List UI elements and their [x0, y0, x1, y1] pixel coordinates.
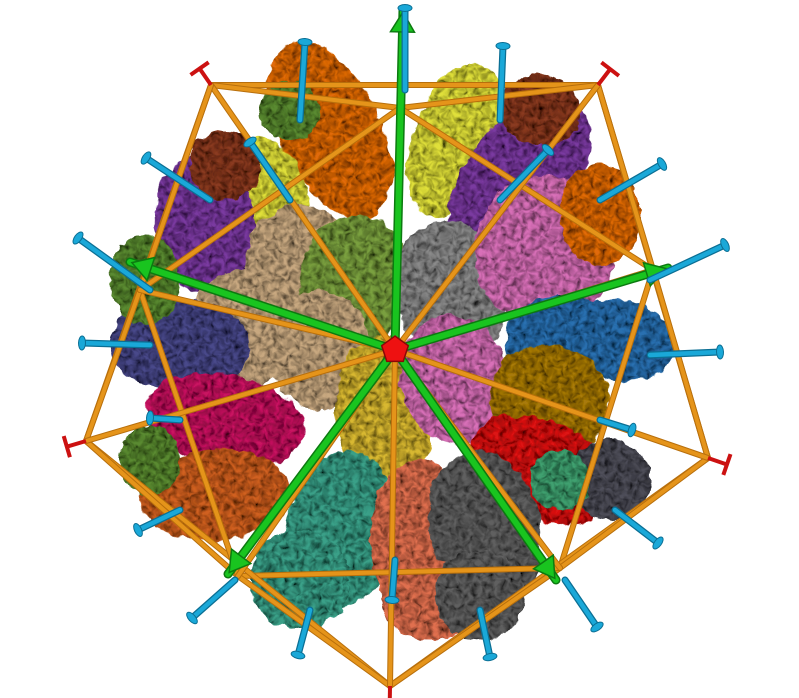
triangle-marker-icon [130, 256, 156, 282]
twofold-axis-rod [647, 242, 728, 283]
ellipse-marker-icon [590, 621, 604, 633]
twofold-axis-rod [189, 577, 238, 621]
cage-edge-radial [388, 348, 397, 688]
triangle-marker-icon [228, 547, 253, 574]
ellipse-marker-icon [720, 237, 730, 253]
cage-edge-inner [138, 288, 240, 578]
twofold-axis-rod [389, 557, 398, 603]
ellipse-marker-icon [397, 4, 413, 12]
ellipse-marker-icon [627, 422, 637, 438]
ellipse-marker-icon [656, 157, 668, 171]
twofold-axis-rod [612, 507, 661, 546]
cage-edge-radial [84, 348, 397, 443]
fivefold-axis-marker-cap [189, 60, 210, 77]
pentagon-marker-icon [380, 335, 410, 363]
cage-edge-radial [209, 83, 397, 352]
cage-edge-radial [393, 83, 600, 352]
cage-edge-spoke [596, 83, 655, 272]
protein-subunit [145, 373, 305, 467]
twofold-axis-rod [497, 43, 506, 123]
protein-subunit [190, 130, 260, 200]
ellipse-marker-icon [482, 652, 498, 662]
ellipse-marker-icon [133, 523, 143, 537]
cage-edge-spoke [388, 566, 562, 688]
threefold-axis-rod [127, 259, 398, 353]
fivefold-axis-marker [66, 439, 87, 449]
ellipse-marker-icon [297, 37, 313, 47]
ellipse-marker-icon [290, 650, 306, 660]
twofold-axis-rod [562, 577, 600, 630]
cage-edge-inner [398, 106, 655, 272]
cage-edge-spoke [236, 574, 392, 688]
twofold-axis-rod [647, 349, 723, 358]
ellipse-marker-icon [140, 151, 152, 165]
cage-edge-spoke [558, 456, 710, 570]
fivefold-axis-marker [197, 67, 213, 87]
fivefold-axis-marker-cap [721, 453, 733, 476]
ellipse-marker-icon [243, 136, 257, 148]
cage-edge-spoke [651, 268, 710, 460]
protein-subunit [120, 425, 180, 495]
cage-edge-inner [138, 106, 402, 292]
cage-edge-spoke [209, 83, 402, 110]
fivefold-axis-marker [596, 67, 612, 87]
fivefold-axis-marker [707, 456, 728, 467]
twofold-axis-rod [247, 139, 293, 203]
twofold-axis-rod [79, 340, 153, 348]
cage-edge-radial [393, 348, 710, 460]
threefold-axis-rod [392, 347, 559, 583]
triangle-marker-icon [532, 553, 556, 580]
twofold-axis-rod [597, 161, 665, 203]
cage-edge-spoke [138, 83, 213, 292]
cage-edge-spoke [84, 439, 240, 578]
ellipse-marker-icon [77, 335, 87, 351]
protein-subunit [260, 80, 320, 140]
symmetry-axis-layer [61, 4, 733, 698]
twofold-axis-rod [297, 39, 308, 123]
fivefold-axis-marker-cap [61, 435, 72, 458]
twofold-axis-rod [497, 147, 551, 203]
ellipse-marker-icon [715, 344, 725, 360]
protein-subunit [530, 450, 590, 510]
threefold-axis-rod [225, 347, 398, 577]
protein-subunit [284, 450, 396, 610]
ellipse-marker-icon [541, 144, 555, 156]
ellipse-marker-icon [384, 595, 400, 605]
protein-subunit [250, 530, 350, 630]
fivefold-axis-marker-cap [600, 60, 621, 78]
twofold-axis-rod [295, 607, 313, 658]
cage-edge-spoke [84, 288, 142, 443]
ellipse-marker-icon [186, 611, 198, 625]
twofold-axis-rod [147, 415, 183, 423]
ellipse-marker-icon [72, 231, 84, 245]
ellipse-marker-icon [495, 41, 511, 51]
twofold-axis-rod [143, 155, 213, 203]
twofold-axis-rod [75, 235, 153, 293]
ellipse-marker-icon [652, 536, 664, 550]
twofold-axis-rod [597, 417, 635, 433]
twofold-axis-rod [477, 607, 493, 660]
threefold-axis-rod [392, 265, 671, 353]
ellipse-marker-icon [145, 410, 155, 426]
cage-edge-inner [236, 566, 562, 578]
twofold-axis-rod [135, 507, 183, 533]
